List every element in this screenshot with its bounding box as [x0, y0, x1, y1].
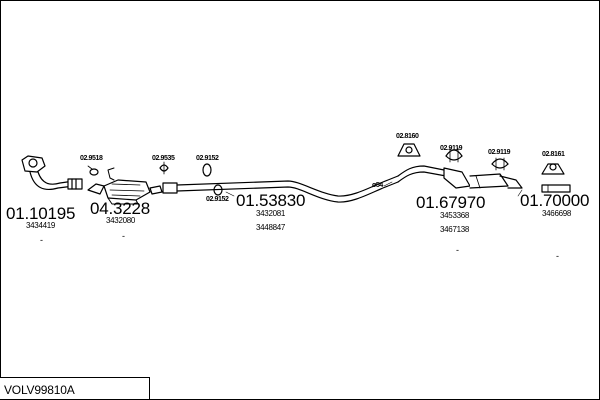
reference-number: 3467138: [440, 225, 470, 234]
hanger-02-8161-drawing: [541, 163, 565, 175]
gasket-02-9518-drawing: [87, 165, 99, 176]
clamp-02-9119-a-drawing: [445, 147, 463, 163]
accessory-part-label: 02.9518: [80, 155, 103, 162]
accessory-part-label: 02.8161: [542, 151, 565, 158]
accessory-part-label: 02.9152: [206, 196, 229, 203]
diagram-code-box: VOLV99810A: [0, 377, 150, 399]
main-part-number: 01.70000: [520, 191, 590, 210]
main-part-number: 01.10195: [6, 204, 76, 223]
main-part-number: 01.67970: [416, 193, 486, 212]
tail-pipe-drawing: [541, 184, 571, 193]
reference-number: 3453368: [440, 211, 470, 220]
front-pipe-drawing: [21, 155, 83, 191]
clamp-02-9119-b-drawing: [491, 157, 509, 171]
accessory-part-label: 02.9119: [440, 145, 463, 152]
leader-lines: [225, 181, 523, 197]
reference-number: 3466698: [542, 209, 572, 218]
ring-02-9152-top-drawing: [202, 163, 212, 177]
accessory-part-label: 02.8160: [396, 133, 419, 140]
reference-number: 3448847: [256, 223, 286, 232]
intermediate-pipe-drawing: [162, 175, 399, 203]
main-part-number: 01.53830: [236, 191, 306, 210]
dash-mark: -: [122, 231, 125, 241]
accessory-part-label: 02.9535: [152, 155, 175, 162]
dash-mark: -: [456, 245, 459, 255]
dash-mark: -: [556, 251, 559, 261]
hanger-02-8160-drawing: [397, 143, 421, 157]
rear-silencer-drawing: [397, 165, 523, 189]
main-part-number: 04.3228: [90, 199, 151, 218]
diagram-code: VOLV99810A: [4, 383, 75, 397]
accessory-part-label: 02.9152: [196, 155, 219, 162]
reference-number: 3432081: [256, 209, 286, 218]
reference-number: 3434419: [26, 221, 56, 230]
catalytic-converter-drawing: [87, 167, 163, 205]
accessory-part-label: 02.9119: [488, 149, 511, 156]
reference-number: 3432080: [106, 216, 136, 225]
dash-mark: -: [40, 235, 43, 245]
pipe-diameter-note: ø54: [372, 182, 383, 189]
clamp-02-9535-drawing: [159, 161, 169, 175]
